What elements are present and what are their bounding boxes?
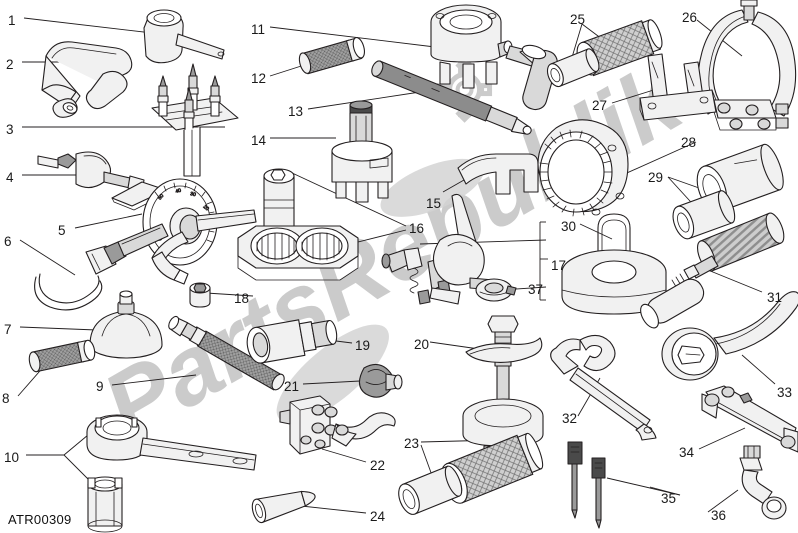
callout-25: 25: [570, 12, 586, 27]
svg-text:30: 30: [190, 191, 197, 198]
callout-35: 35: [661, 491, 677, 506]
part-35-pin-punch-pair: [567, 441, 606, 529]
part-14-valve-guide-driver: [331, 100, 393, 203]
studs: [157, 63, 221, 133]
part-5-dial-gauge-torque-wrench: 50 40 30 20 10 0: [142, 178, 257, 285]
callout-21: 21: [284, 379, 300, 394]
callout-37: 37: [528, 282, 544, 297]
callout-6: 6: [4, 234, 12, 249]
socket-10: [87, 476, 123, 533]
callout-28: 28: [681, 135, 697, 150]
part-6-oil-filter-strap-wrench: [34, 223, 169, 311]
callout-18: 18: [234, 291, 250, 306]
callout-13: 13: [288, 104, 304, 119]
callout-22: 22: [370, 458, 386, 473]
callout-33: 33: [777, 385, 793, 400]
callout-5: 5: [58, 223, 66, 238]
part-15-forked-holding-fork: [457, 153, 539, 195]
callout-11: 11: [251, 22, 266, 37]
part-30-bail-handle-disc-holder: [561, 213, 667, 315]
part-27-u-shaped-support-bracket: [639, 53, 717, 121]
callout-14: 14: [251, 133, 267, 148]
part-29-bushing-pair: [672, 143, 784, 240]
part-10-clutch-hub-holder-and-socket: [86, 414, 257, 533]
callout-12: 12: [251, 71, 267, 86]
callout-26: 26: [682, 10, 698, 25]
part-9-hex-socket-handle-bar: [168, 315, 285, 391]
part-19-hex-socket-adapter: [246, 319, 338, 364]
insert-block: [237, 225, 359, 281]
part-18-small-collar-bush: [189, 282, 211, 308]
part-21-knurled-knob: [358, 363, 403, 398]
part-32-hook-spanner-wrench: [550, 334, 657, 441]
callout-32: 32: [562, 411, 578, 426]
internal-splines: [539, 129, 613, 217]
callout-24: 24: [370, 509, 386, 524]
punch-b: [591, 457, 606, 529]
part-8-knurled-grip-sleeve: [28, 339, 96, 373]
callout-2: 2: [6, 57, 14, 72]
callout-19: 19: [355, 338, 371, 353]
callout-36: 36: [711, 508, 727, 523]
part-23-knurled-sleeve-and-cap: [398, 432, 544, 515]
part-34-dual-bolt-bar-tool: [701, 385, 798, 453]
part-4-tee-handle-puller: [37, 151, 167, 211]
callout-1: 1: [8, 13, 16, 28]
svg-text:20: 20: [202, 204, 210, 212]
spring: [409, 267, 419, 294]
part-33-offset-ring-crank-wrench: [661, 291, 798, 381]
part-24-tapered-drift-punch: [251, 490, 316, 524]
callout-31: 31: [767, 290, 783, 305]
callout-8: 8: [2, 391, 10, 406]
svg-text:40: 40: [175, 188, 182, 195]
callout-15: 15: [426, 196, 442, 211]
splined-socket: [263, 168, 295, 239]
callout-3: 3: [6, 122, 14, 137]
callout-16: 16: [409, 221, 425, 236]
callout-29: 29: [648, 170, 664, 185]
part-31-ribbed-handle-extractor: [640, 212, 785, 329]
part-1-socket-wrench-bar: [143, 9, 225, 64]
callout-30: 30: [561, 219, 577, 234]
part-16-splined-socket-and-insert-block: [237, 168, 359, 281]
part-2-bent-hook-wrench: [41, 41, 133, 118]
part-12-knurled-handle-grip: [298, 36, 365, 75]
part-36-bent-clip-tool: [739, 445, 787, 520]
punch-a: [567, 441, 583, 519]
part-7-bell-housing-tool: [89, 290, 163, 359]
svg-text:50: 50: [157, 193, 165, 201]
callout-10: 10: [4, 450, 20, 465]
callout-7: 7: [4, 322, 12, 337]
part-37-washer-disc-detail: [475, 278, 517, 302]
diagram-code: ATR00309: [8, 512, 72, 527]
clamp-bolts: [717, 102, 771, 130]
callout-34: 34: [679, 445, 695, 460]
callout-27: 27: [592, 98, 608, 113]
callout-23: 23: [404, 436, 420, 451]
callout-17: 17: [551, 258, 567, 273]
callout-9: 9: [96, 379, 104, 394]
part-25-knurled-grip-and-end-cap: [546, 19, 663, 88]
part-3-valve-spring-compressor-plate: [151, 63, 239, 177]
callout-20: 20: [414, 337, 430, 352]
callout-4: 4: [6, 170, 14, 185]
part-13-long-drift-rod: [371, 60, 532, 135]
part-22-clamp-lever-assembly: [279, 395, 396, 455]
part-17-bracket-assembly-group: [381, 193, 517, 305]
part-20-bolt-and-flange-puller: [462, 315, 544, 457]
part-28-splined-ring-nut-tool: [537, 119, 629, 217]
